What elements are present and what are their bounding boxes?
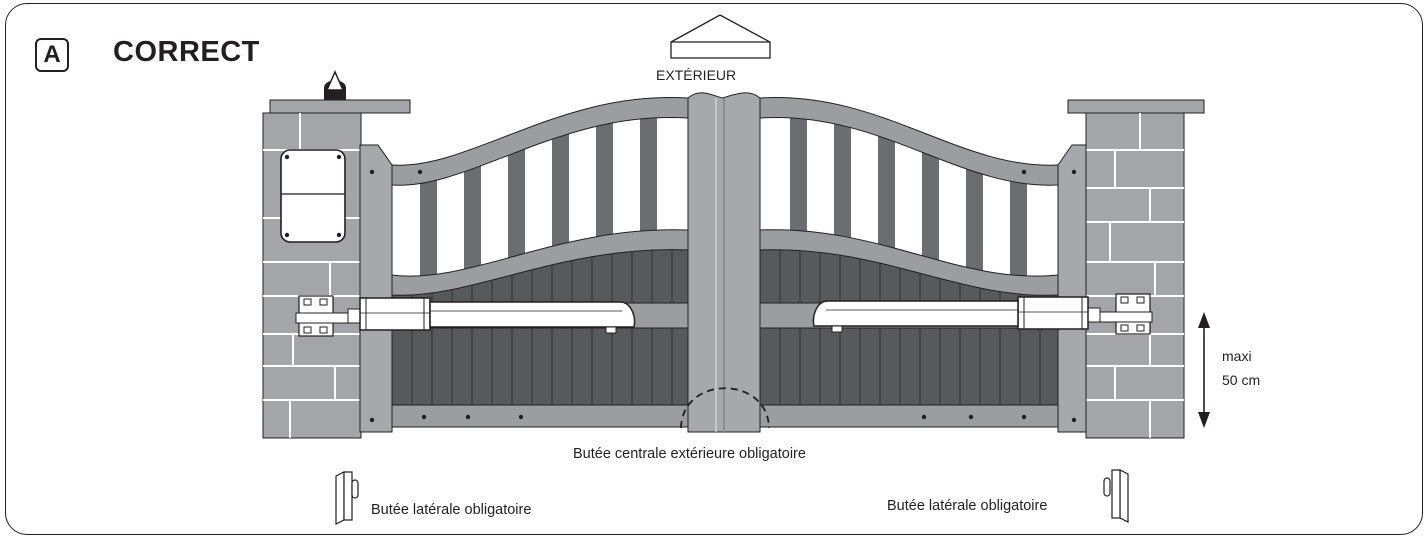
max-height-value: 50 cm xyxy=(1222,372,1261,388)
lamp-icon xyxy=(324,70,346,100)
side-stop-label-right: Butée latérale obligatoire xyxy=(887,498,1048,514)
left-gate-leaf xyxy=(359,96,689,433)
side-stop-icon xyxy=(335,471,359,525)
central-stop-label: Butée centrale extérieure obligatoire xyxy=(573,446,806,462)
double-arrow-icon xyxy=(1198,312,1210,428)
right-pillar xyxy=(1067,99,1205,439)
panel-title: CORRECT xyxy=(113,36,260,68)
house-roof-icon xyxy=(670,14,771,59)
side-stop-icon xyxy=(1103,469,1129,523)
side-stop-label-left: Butée latérale obligatoire xyxy=(371,502,532,518)
motor-arm-icon xyxy=(295,295,636,337)
center-post xyxy=(687,92,761,433)
max-height-label: maxi xyxy=(1222,348,1252,364)
outside-label: EXTÉRIEUR xyxy=(656,67,737,83)
control-box-icon xyxy=(280,149,346,243)
motor-arm-icon xyxy=(812,293,1153,335)
panel-frame xyxy=(5,3,1423,535)
central-stop-icon xyxy=(680,387,770,429)
panel-badge: A xyxy=(35,38,69,72)
right-gate-leaf xyxy=(759,96,1087,433)
